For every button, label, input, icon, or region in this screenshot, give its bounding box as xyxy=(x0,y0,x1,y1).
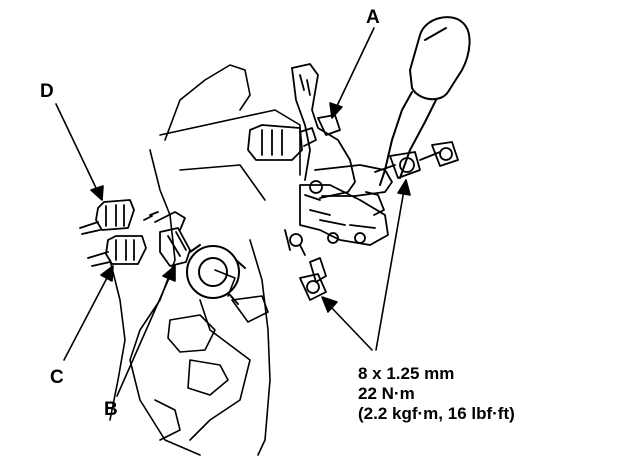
bolt-upper xyxy=(374,141,459,179)
connector-c xyxy=(87,235,147,267)
arrowhead-c xyxy=(100,265,114,282)
callout-b: B xyxy=(104,399,118,420)
torque-spec-alt-units: (2.2 kgf·m, 16 lbf·ft) xyxy=(358,404,515,423)
leader-b xyxy=(116,275,171,397)
callout-c: C xyxy=(50,367,64,388)
connector-b xyxy=(143,211,191,267)
leader-a xyxy=(335,27,375,109)
bracket-assembly xyxy=(284,63,393,256)
leader-bolt-upper xyxy=(375,189,405,351)
callout-d: D xyxy=(40,81,54,102)
connector-d xyxy=(79,199,135,235)
leader-d xyxy=(55,103,98,191)
column-housing xyxy=(109,64,301,456)
bolt-lower xyxy=(299,257,327,301)
torque-spec: 8 x 1.25 mm 22 N·m (2.2 kgf·m, 16 lbf·ft… xyxy=(358,364,515,424)
shift-lever xyxy=(379,16,471,186)
arrowhead-b xyxy=(162,265,176,282)
arrowhead-bolt-lower xyxy=(321,296,338,313)
arrowhead-bolt-upper xyxy=(397,179,411,196)
leader-bolt-lower xyxy=(329,305,373,351)
arrowhead-a xyxy=(329,102,343,119)
torque-spec-size: 8 x 1.25 mm xyxy=(358,364,455,383)
leader-lines xyxy=(55,27,411,397)
torque-spec-torque: 22 N·m xyxy=(358,384,415,403)
leader-c xyxy=(63,275,109,361)
top-connector xyxy=(247,124,317,161)
ignition-switch xyxy=(186,244,246,305)
callout-a: A xyxy=(366,7,380,28)
arrowhead-d xyxy=(90,185,104,201)
